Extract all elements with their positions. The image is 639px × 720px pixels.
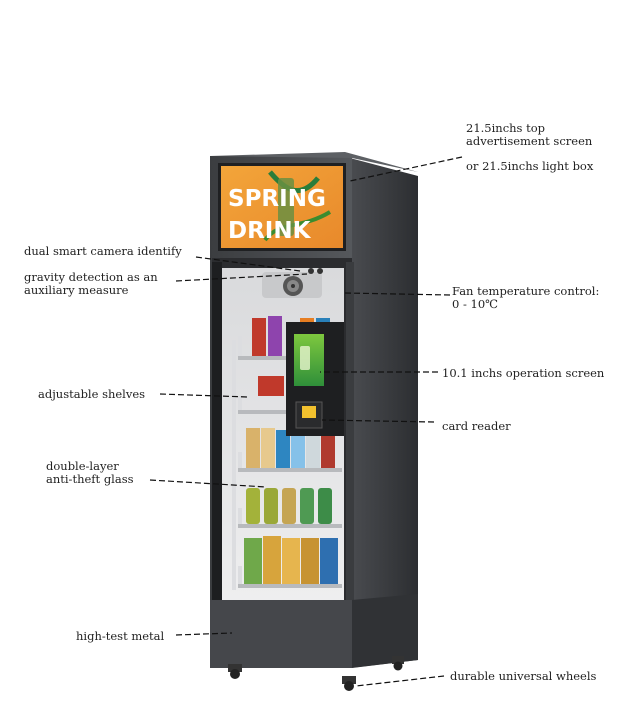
label-top-screen-2: advertisement screen <box>466 134 593 148</box>
label-light-box: or 21.5inchs light box <box>466 159 594 173</box>
ad-text-line1: SPRING <box>228 186 326 212</box>
label-camera: dual smart camera identify <box>24 244 182 258</box>
ad-text-line2: DRINK <box>228 218 312 244</box>
label-metal: high-test metal <box>76 629 165 643</box>
label-gravity-2: auxiliary measure <box>24 283 129 297</box>
label-fan-2: 0 - 10℃ <box>452 297 499 311</box>
label-top-screen-1: 21.5inchs top <box>466 121 546 135</box>
top-ad-screen: SPRING DRINK <box>218 163 346 251</box>
label-gravity-1: gravity detection as an <box>24 270 158 284</box>
label-glass-1: double-layer <box>46 459 119 473</box>
fan-vent-icon <box>262 268 323 298</box>
cabinet-side <box>350 158 418 668</box>
label-wheels: durable universal wheels <box>450 669 597 683</box>
label-fan-1: Fan temperature control: <box>452 284 600 298</box>
wheel-icons <box>228 656 404 691</box>
label-card-reader: card reader <box>442 419 511 433</box>
label-glass-2: anti-theft glass <box>46 472 134 486</box>
label-operation-screen: 10.1 inchs operation screen <box>442 366 605 380</box>
operation-module <box>286 322 344 436</box>
cabinet-base <box>210 594 418 668</box>
annotation-leader-lines <box>149 156 463 687</box>
label-shelves: adjustable shelves <box>38 387 146 401</box>
